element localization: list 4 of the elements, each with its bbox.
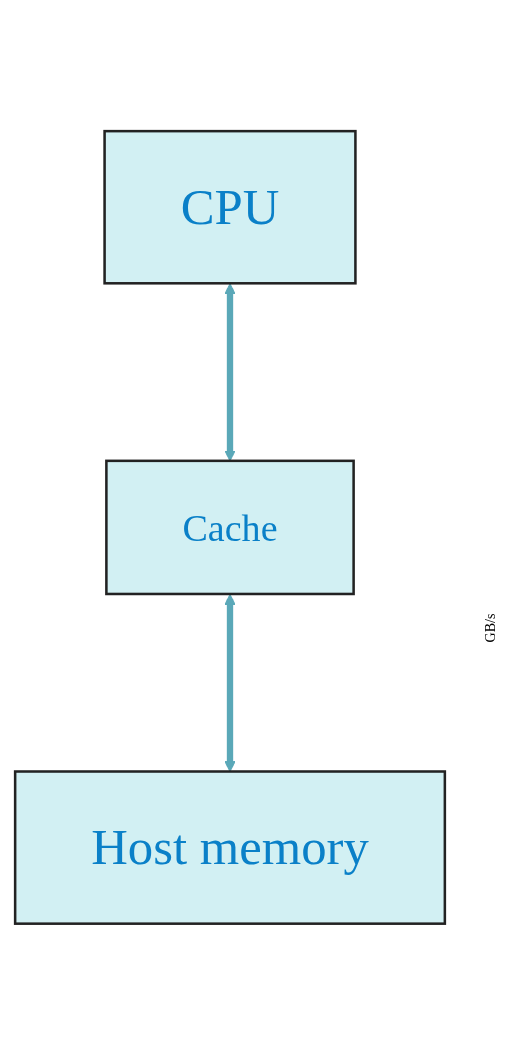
node-box: Cache — [105, 459, 355, 596]
node-box: Host memory — [13, 770, 447, 926]
unit-label: GB/s — [483, 613, 500, 643]
node-box: CPU — [103, 129, 357, 285]
